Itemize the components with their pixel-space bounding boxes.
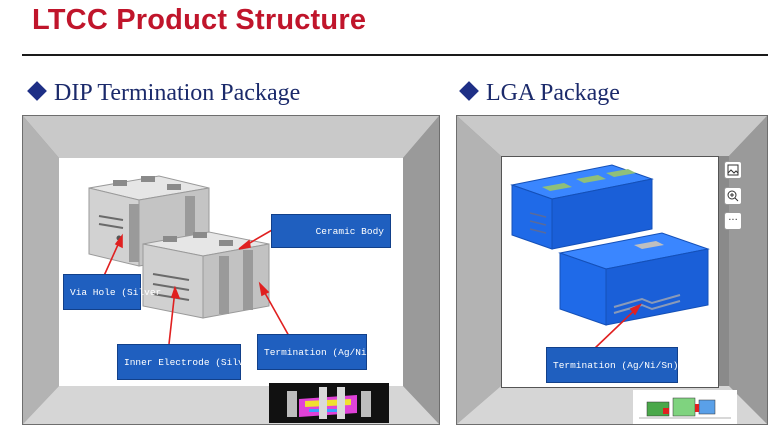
dip-section-heading: DIP Termination Package [27,80,301,107]
callout-arrow [593,303,642,350]
zoom-in-icon[interactable] [724,187,742,205]
more-icon[interactable]: ··· [724,212,742,230]
dip-diagram-area: Ceramic Body Via Hole (Silver Inner Elec… [59,158,403,386]
lga-component-front [558,232,710,326]
image-icon-glyph [727,164,739,176]
ceramic-body-label: Ceramic Body [271,214,391,248]
dip-component-front [142,231,270,319]
lga-component-back [510,164,654,250]
via-hole-label: Via Hole (Silver [63,274,161,310]
zoom-in-glyph [727,190,739,202]
lga-heading-text: LGA Package [486,80,620,106]
slide-title: LTCC Product Structure [32,4,367,36]
dip-picture-frame: Ceramic Body Via Hole (Silver Inner Elec… [22,115,440,425]
termination-label-lga: Termination (Ag/Ni/Sn) [546,347,678,383]
diamond-bullet-icon [27,81,47,101]
dip-heading-text: DIP Termination Package [54,80,301,106]
dip-3d-thumbnail [269,383,389,423]
lga-package-illustration [510,164,710,350]
termination-label-dip: Termination (Ag/Ni/Sn) [257,334,389,370]
lga-diagram-area: Termination (Ag/Ni/Sn) [501,156,719,388]
lga-picture-frame: Termination (Ag/Ni/Sn) [456,115,768,425]
title-divider [22,54,768,56]
dip-package-illustration [88,175,290,345]
inner-electrode-label: Inner Electrode (Silver) [117,344,261,380]
callout-arrows [102,225,290,345]
lga-3d-thumbnail [633,390,737,424]
lga-section-heading: LGA Package [459,80,620,107]
image-icon[interactable] [724,161,742,179]
diamond-bullet-icon [459,81,479,101]
